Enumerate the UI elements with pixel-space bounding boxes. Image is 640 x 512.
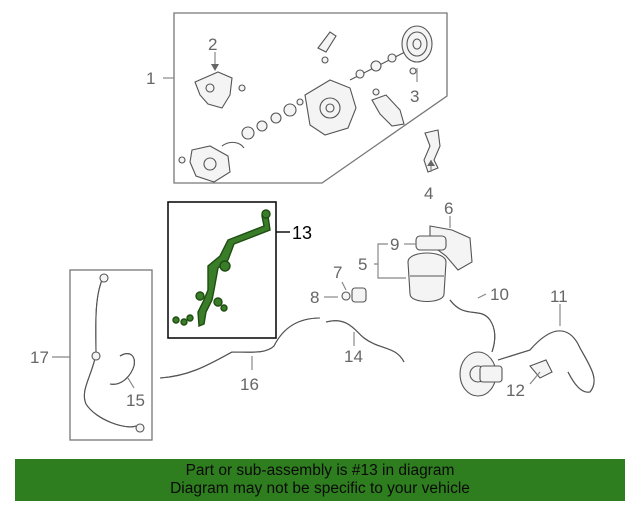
cooler-box [69,269,153,441]
callout-17: 17 [30,348,49,367]
callout-8: 8 [310,288,319,307]
pressure-hose-13-part [197,215,271,328]
callout-4: 4 [424,184,433,203]
callout-10: 10 [490,285,509,304]
banner-line-disclaimer: Diagram may not be specific to your vehi… [170,480,470,497]
pump-rear-cover-part [189,145,231,183]
callout-13: 13 [292,223,312,243]
callout-12: 12 [506,381,525,400]
reservoir-part [407,252,447,303]
callout-3: 3 [410,87,419,106]
callout-5: 5 [358,255,367,274]
bracket-4-part [423,129,441,173]
connector-8-part [351,287,367,303]
banner-line-part: Part or sub-assembly is #13 in diagram [185,462,455,479]
pump-body-part [304,79,357,136]
callout-16: 16 [240,375,259,394]
return-hose-10-part [449,299,496,353]
callout-11: 11 [550,287,568,306]
reservoir-cap-part [415,235,447,251]
callout-7: 7 [333,263,342,282]
callout-14: 14 [344,347,363,366]
callout-9: 9 [390,235,399,254]
callout-2: 2 [208,35,217,54]
info-banner: Part or sub-assembly is #13 in diagram D… [15,459,625,501]
pulley-part [401,25,433,63]
callout-1: 1 [146,69,155,88]
callout-15: 15 [126,391,145,410]
hose-14-part [325,320,405,363]
callout-6: 6 [444,199,453,218]
